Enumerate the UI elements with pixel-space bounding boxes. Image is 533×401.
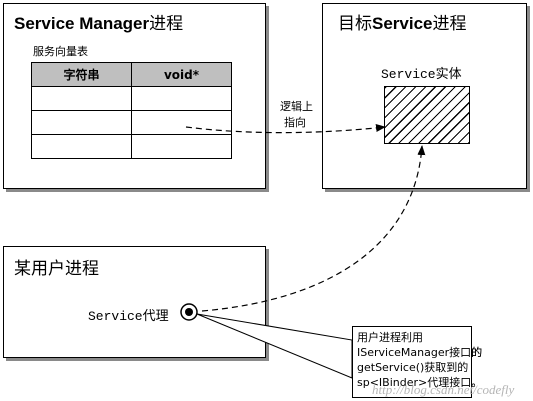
- table-row: [31, 134, 232, 159]
- note-line: IServiceManager接口的: [357, 346, 483, 359]
- service-proxy-node-center: [185, 308, 193, 316]
- target-service-title: 目标Service进程: [338, 9, 467, 34]
- service-manager-title-rest: 进程: [149, 14, 184, 34]
- proxy-to-entity-arrow: [201, 145, 426, 312]
- target-service-title-prefix: 目标: [338, 14, 372, 34]
- user-process-box: [3, 246, 266, 358]
- proxy-explanation-note-front: 用户进程利用 IServiceManager接口的 getService()获取…: [352, 326, 483, 398]
- logical-pointer-arrow: [185, 123, 386, 134]
- table-cell: [31, 86, 132, 111]
- note-line: sp<IBinder>代理接口。: [357, 376, 483, 389]
- logical-link-label-line1: 逻辑上: [280, 100, 313, 113]
- table-cell: [31, 110, 132, 135]
- table-cell: [31, 134, 132, 159]
- service-vector-table-caption: 服务向量表: [33, 45, 88, 58]
- service-entity-label: Service实体: [381, 67, 462, 82]
- table-cell: [131, 134, 232, 159]
- logical-link-label-line2: 指向: [284, 116, 306, 129]
- note-callout-pointer: [196, 313, 353, 379]
- service-proxy-label: Service代理: [88, 309, 169, 324]
- column-header-string: 字符串: [31, 62, 132, 87]
- table-header-row: 字符串 void*: [31, 62, 232, 87]
- target-service-title-bold: Service: [372, 14, 433, 33]
- target-service-title-suffix: 进程: [432, 14, 467, 34]
- service-entity-block: [384, 86, 470, 144]
- column-header-void-pointer: void*: [131, 62, 232, 87]
- service-manager-title: Service Manager进程: [14, 9, 183, 34]
- service-vector-table: 字符串 void*: [31, 62, 232, 159]
- service-manager-title-bold: Service Manager: [14, 14, 150, 33]
- note-line: 用户进程利用: [357, 331, 423, 344]
- user-process-title: 某用户进程: [14, 259, 99, 279]
- note-line: getService()获取到的: [357, 361, 469, 374]
- watermark-url: http://blog.csdn.net/codefly: [372, 382, 515, 397]
